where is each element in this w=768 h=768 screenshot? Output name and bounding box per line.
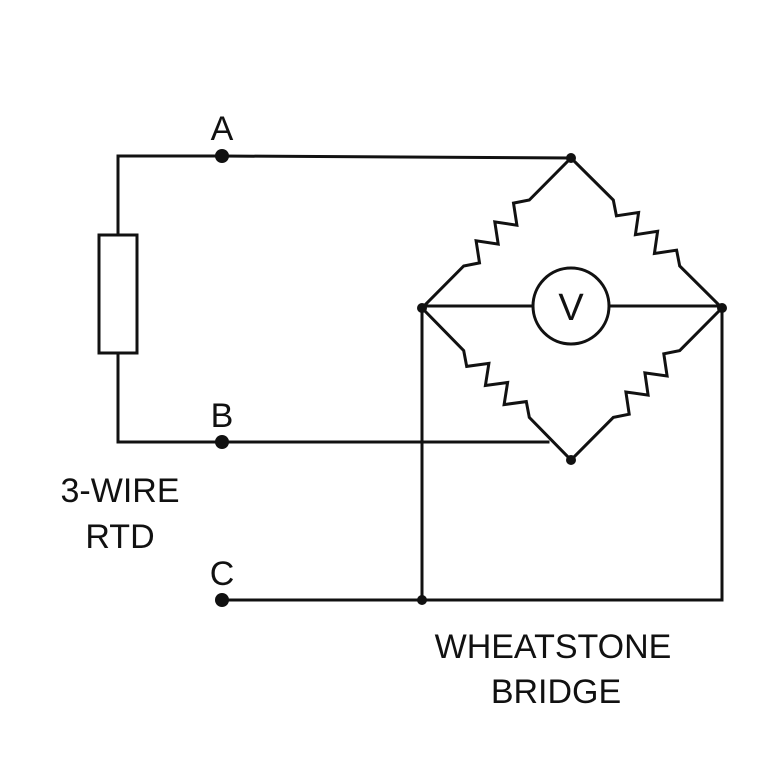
terminal-c-dot <box>215 593 229 607</box>
rtd-caption-line2: RTD <box>85 518 154 556</box>
bridge-caption-line1: WHEATSTONE <box>435 628 672 666</box>
terminal-b-label: B <box>211 397 234 435</box>
junction-c-left <box>417 595 427 605</box>
bridge-resistor-bottom-left <box>419 305 574 463</box>
bridge-node-bottom <box>566 455 576 465</box>
bridge-resistor-bottom-right <box>568 305 725 463</box>
terminal-c-label: C <box>210 555 235 593</box>
rtd-lead-b <box>116 351 224 444</box>
voltmeter: V <box>420 266 724 346</box>
rtd-resistor <box>97 233 139 355</box>
terminal-a-dot <box>215 149 229 163</box>
bridge-arms <box>419 155 725 463</box>
bridge-resistor-top-left <box>419 155 574 311</box>
bridge-resistor-top-right <box>568 155 725 311</box>
bridge-caption-line2: BRIDGE <box>491 673 621 711</box>
captions: 3-WIRE RTD WHEATSTONE BRIDGE <box>61 472 672 711</box>
rtd-caption-line1: 3-WIRE <box>61 472 180 510</box>
bridge-node-right <box>717 303 727 313</box>
bridge-node-top <box>566 153 576 163</box>
bridge-node-left <box>417 303 427 313</box>
rtd-lead-a <box>116 154 224 237</box>
voltmeter-symbol: V <box>558 287 584 329</box>
lead-wires <box>220 154 724 602</box>
terminal-b-dot <box>215 435 229 449</box>
rtd-circuit <box>97 154 224 444</box>
voltmeter-circle <box>531 266 611 346</box>
wire-a-to-bridge-top <box>220 154 573 160</box>
terminal-a-label: A <box>211 110 234 148</box>
terminals: A B C <box>210 110 235 607</box>
junction-dots <box>417 153 727 605</box>
